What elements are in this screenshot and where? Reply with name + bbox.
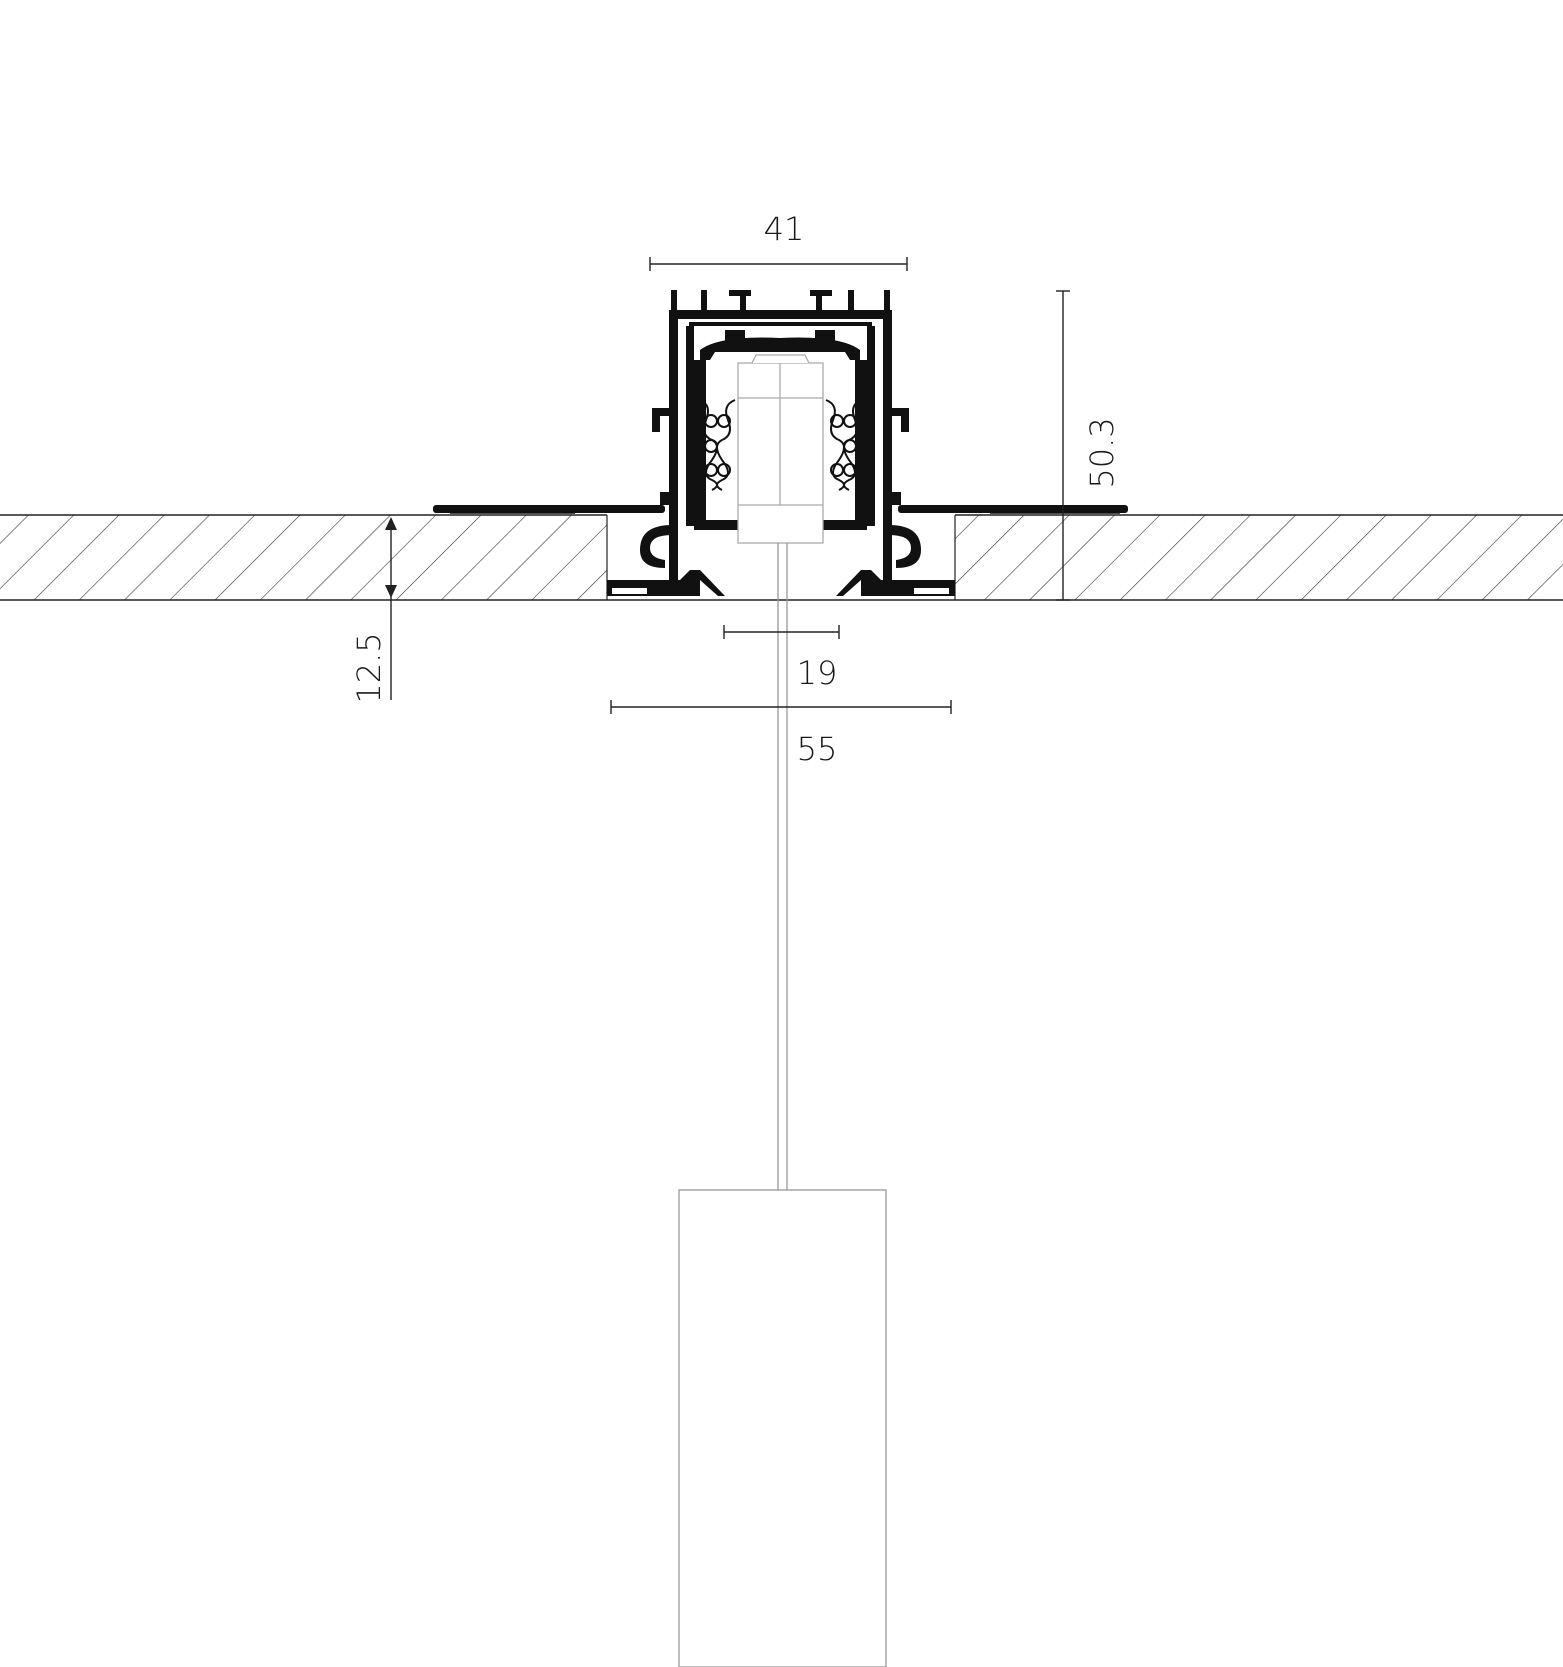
- flange-left: [433, 505, 665, 513]
- ceiling-board-right: [955, 515, 1563, 600]
- pendant-luminaire: [678, 1189, 887, 1667]
- dimension-label-50-3: 50.3: [1083, 417, 1121, 488]
- dimension-arrows: [385, 517, 397, 598]
- dimension-label-55: 55: [797, 730, 838, 768]
- contact-springs: [699, 399, 862, 491]
- suspension-cable: [777, 543, 788, 1190]
- dimension-label-12-5: 12.5: [350, 632, 388, 703]
- ceiling-board: [0, 514, 1563, 601]
- plaster-flange: [433, 505, 1128, 514]
- ceiling-board-left: [0, 515, 607, 600]
- dimension-label-41: 41: [764, 210, 805, 248]
- flange-right: [898, 505, 1128, 513]
- dimension-label-19: 19: [797, 654, 838, 692]
- track-adapter: [737, 354, 824, 544]
- dimension-lines: [390, 257, 1070, 714]
